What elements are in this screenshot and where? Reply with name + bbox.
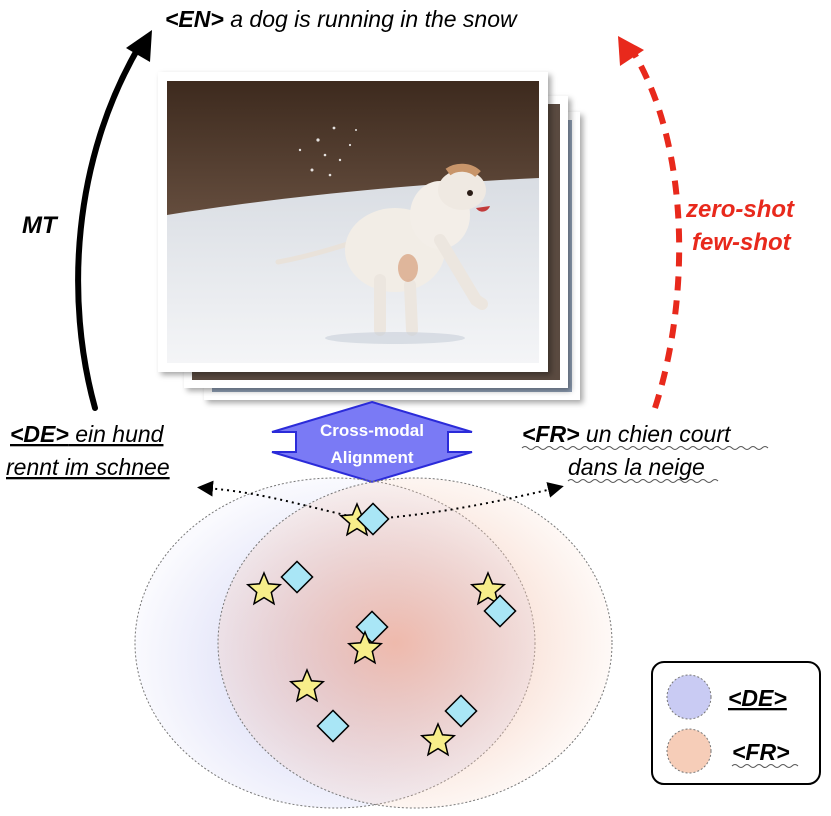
legend: <DE> <FR> (651, 661, 821, 785)
fr-diamond-point (356, 502, 390, 536)
dotted-link-left (197, 480, 359, 519)
dog-photo (167, 81, 539, 363)
de-caption-text1: ein hund (69, 421, 165, 447)
de-star-point (288, 668, 326, 703)
dog-figure (275, 163, 490, 336)
legend-de-label: <DE> (728, 685, 787, 711)
fr-caption-line2: dans la neige (568, 454, 705, 480)
few-shot-label: few-shot (692, 229, 792, 256)
mt-arrow (75, 42, 143, 411)
fr-diamond-point (444, 694, 478, 728)
de-caption-line1: <DE> ein hund (10, 421, 165, 447)
fr-diamond-point (280, 560, 314, 594)
fr-tag: <FR> (522, 421, 580, 447)
en-caption: <EN> a dog is running in the snow (165, 6, 518, 32)
mt-arrowhead (126, 30, 152, 62)
fr-diamond-point (483, 594, 517, 628)
legend-fr-bubble (666, 728, 712, 774)
en-tag: <EN> (165, 6, 224, 32)
zero-shot-label: zero-shot (685, 196, 795, 223)
fr-diamond-point (316, 709, 350, 743)
alignment-label-line2: Alignment (330, 448, 413, 467)
de-tag: <DE> (10, 421, 69, 447)
zero-shot-arrowhead (618, 36, 644, 66)
fr-embedding-cloud (217, 477, 613, 809)
fr-caption-line1: <FR> un chien court (522, 421, 732, 447)
mt-label: MT (22, 212, 59, 239)
de-star-point (419, 722, 457, 757)
de-star-point (346, 630, 384, 665)
alignment-label-line1: Cross-modal (320, 421, 424, 440)
de-star-point (469, 571, 507, 606)
fr-wavy-underline-1 (521, 446, 769, 450)
fr-wavy-underline-2 (567, 479, 719, 483)
dotted-link-right (384, 482, 564, 519)
photo-stack (158, 72, 580, 400)
legend-fr-label: <FR> (732, 739, 790, 765)
de-star-point (245, 571, 283, 606)
legend-fr-wavy-underline (731, 764, 799, 768)
fr-caption-text1: un chien court (580, 421, 732, 447)
en-caption-text: a dog is running in the snow (224, 6, 518, 32)
de-caption-line2: rennt im schnee (6, 454, 170, 480)
alignment-double-arrow (271, 400, 473, 484)
zero-shot-arrow (632, 53, 683, 409)
legend-de-bubble (666, 674, 712, 720)
